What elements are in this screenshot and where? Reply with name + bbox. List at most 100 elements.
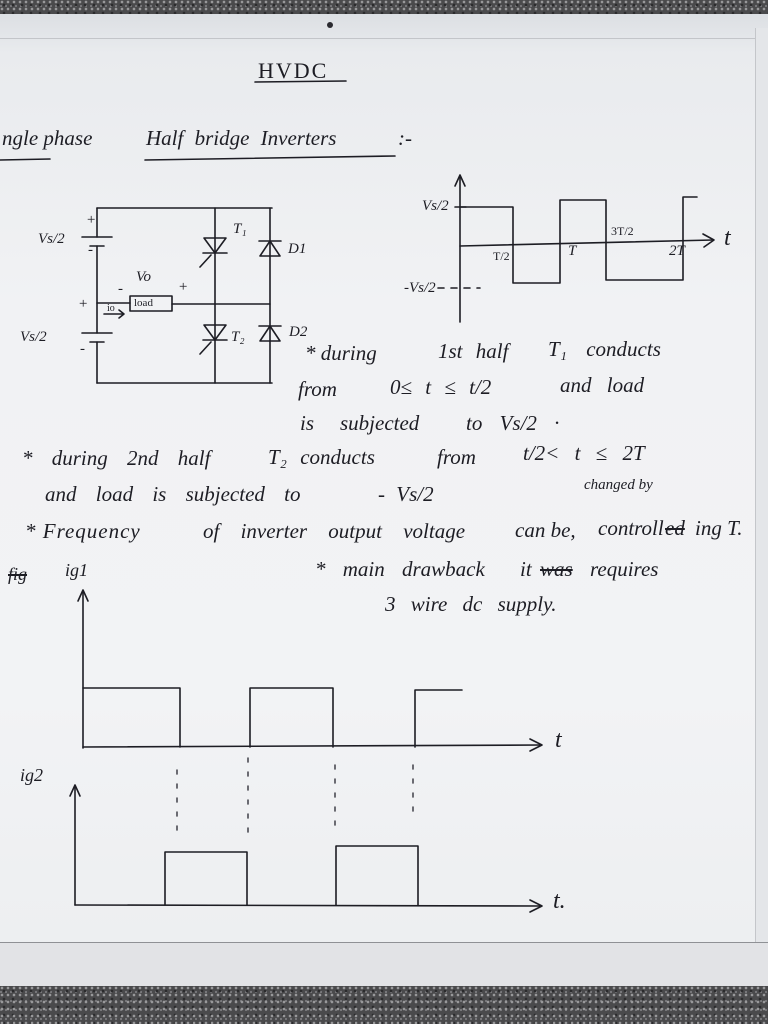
square-wave <box>459 196 698 284</box>
ig1-pulse-1 <box>82 687 181 748</box>
note8: 3 wire dc supply. <box>385 592 557 616</box>
vs-top-minus: - <box>88 242 93 258</box>
vs-bottom-minus: - <box>80 341 85 357</box>
desk-background-bottom <box>0 986 768 1024</box>
alignment-guides <box>176 757 414 843</box>
note5-a: and load is subjected to <box>45 482 301 506</box>
ig1-x-arrowhead <box>529 738 543 752</box>
output-x-arrowhead <box>702 233 715 248</box>
note3-c: to Vs/2 · <box>466 411 560 435</box>
note5-b: - Vs/2 <box>378 482 434 506</box>
ig2-pulse-2 <box>335 845 419 906</box>
diode-d1 <box>258 240 282 257</box>
note2-a: from <box>298 377 337 401</box>
output-y-arrowhead <box>454 174 466 187</box>
half-bridge-circuit <box>81 207 282 384</box>
note4-b: T₂ conducts <box>268 445 375 469</box>
thyristor-t2-triangle <box>203 324 227 341</box>
note6-e: ing T. <box>695 516 743 540</box>
desk-background-top <box>0 0 768 18</box>
note6-struck: ed <box>665 516 685 540</box>
notebook-page <box>0 14 768 986</box>
diode-d2 <box>258 325 282 342</box>
note1-a: * during <box>305 341 377 365</box>
tick-three-half-period: 3T/2 <box>611 224 634 238</box>
ig2-x-arrowhead <box>529 899 543 913</box>
heading-lead-underline <box>0 158 51 161</box>
gate-signal-ig1 <box>77 589 543 752</box>
heading-tail: :- <box>398 126 412 150</box>
io-label: io <box>107 303 115 314</box>
gate-signal-ig2 <box>69 784 543 913</box>
battery-bottom <box>81 332 113 343</box>
heading-main: Half bridge Inverters <box>146 126 337 150</box>
output-time-axis-label: t <box>724 225 731 251</box>
note6-a: * Frequency <box>25 519 141 543</box>
thyristor-t1-triangle <box>203 237 227 254</box>
note6-d: controll <box>598 516 664 540</box>
note7-c: requires <box>590 557 659 581</box>
negative-level-label: -Vs/2 <box>404 280 436 296</box>
ig1-time-axis-label: t <box>555 727 562 753</box>
output-x-axis <box>459 239 714 247</box>
note1-c: T₁ conducts <box>548 337 661 361</box>
battery-top <box>81 236 113 247</box>
ig1-label: ig1 <box>65 560 89 580</box>
ig2-label: ig2 <box>20 765 44 785</box>
thyristor-t2 <box>199 324 228 355</box>
note2-c: and load <box>560 373 645 397</box>
page-bottom-edge <box>0 942 768 987</box>
ig2-x-axis <box>74 904 542 907</box>
ig2-time-axis-label: t. <box>553 888 566 914</box>
ig1-y-arrowhead <box>77 589 89 602</box>
d1-label: D1 <box>288 241 307 257</box>
tick-two-period: 2T <box>669 243 685 259</box>
vs-bottom-plus: + <box>78 296 89 312</box>
vs-bottom-label: Vs/2 <box>20 329 47 345</box>
positive-level-label: Vs/2 <box>422 198 449 214</box>
note6-insert: changed by <box>584 477 653 493</box>
thyristor-t1-gate <box>199 254 212 268</box>
note4-d: t/2< t ≤ 2T <box>523 441 645 465</box>
heading-lead: ngle phase <box>2 126 93 150</box>
ig2-y-arrowhead <box>69 784 81 797</box>
diode-d1-triangle <box>259 240 281 257</box>
note3-b: subjected <box>340 411 420 435</box>
note7-struck: was <box>540 557 573 581</box>
note7-a: * main drawback <box>315 557 485 581</box>
note2-b: 0≤ t ≤ t/2 <box>390 375 492 399</box>
vo-plus: + <box>178 279 189 295</box>
page-top-rule <box>0 38 755 39</box>
heading-underline <box>144 155 396 161</box>
vs-top-label: Vs/2 <box>38 231 65 247</box>
output-voltage-waveform <box>437 174 715 323</box>
note3-a: is <box>300 411 315 435</box>
note6-c: can be, <box>515 518 576 542</box>
ig1-pulse-3 <box>414 689 463 748</box>
tick-period: T <box>568 243 577 259</box>
vo-minus: - <box>118 281 123 297</box>
title-underline <box>254 80 347 83</box>
load-label: load <box>134 297 153 309</box>
t1-label: T₁ <box>233 221 247 237</box>
thyristor-t1 <box>199 237 228 268</box>
ig1-x-axis <box>82 744 542 748</box>
thyristor-t2-gate <box>199 341 212 355</box>
t2-label: T₂ <box>231 329 245 345</box>
tick-half-period: T/2 <box>493 249 510 263</box>
ink-dot <box>327 22 333 28</box>
load-current-arrow <box>103 309 125 319</box>
page-edge-right <box>755 28 768 943</box>
vo-label: Vo <box>136 269 151 285</box>
fig-label: fig <box>8 564 28 584</box>
note4-c: from <box>437 445 476 469</box>
note6-b: of inverter output voltage <box>203 519 466 543</box>
page-title: HVDC <box>258 58 329 83</box>
ig2-pulse-1 <box>164 851 248 906</box>
note7-b: it <box>520 557 532 581</box>
note1-b: 1st half <box>438 339 509 363</box>
d2-label: D2 <box>289 324 308 340</box>
ig1-pulse-2 <box>249 687 334 748</box>
vs-top-plus: + <box>86 212 97 228</box>
